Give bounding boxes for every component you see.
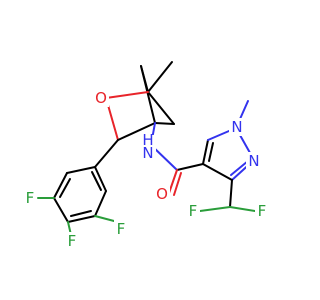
bond-co-double-a [168, 169, 178, 194]
bond-aryl-6-1-double [91, 171, 102, 191]
bond-c1-c5 [147, 91, 175, 125]
aryl-fluorine-right-label: F [117, 220, 126, 238]
bond-carbonyl-c4pz [176, 163, 204, 171]
bond-c3pz-chf2 [229, 179, 233, 208]
carbonyl-oxygen-label: O [156, 185, 168, 203]
pyrazole-n1-label: N [231, 118, 242, 136]
bond-aryl-f-right [94, 215, 115, 222]
aryl-fluorine-left-label: F [26, 189, 35, 207]
amide-nitrogen-label: N [142, 144, 153, 162]
molecule-structure: O N H O N N F F F F F [23, 61, 269, 250]
bond-c4pz-c5pz [202, 139, 209, 165]
aryl-fluorine-bottom-label: F [68, 232, 77, 250]
bond-c3pz-c4pz [202, 163, 233, 181]
bond-c3-c4 [117, 122, 156, 141]
trifluorophenyl-ring [37, 139, 119, 236]
bond-co-double-b [173, 172, 182, 196]
chf2-fluorine-left-label: F [189, 202, 198, 220]
bond-aryl-2-3 [53, 172, 68, 199]
bond-aryl-1-2 [66, 166, 96, 174]
bond-aryl-6-1 [94, 166, 107, 192]
chf2-fluorine-right-label: F [258, 202, 267, 220]
bond-aryl-4-5-double [70, 210, 92, 217]
bond-aryl-2-3-double [59, 178, 71, 198]
bond-chf2-fleft [199, 206, 231, 212]
bond-c1-methyl [147, 61, 173, 93]
bond-c1-o [105, 91, 149, 99]
oxygen-ring-label: O [95, 89, 107, 107]
bond-aryl-3-4 [53, 197, 69, 223]
bond-c5-c4 [154, 122, 175, 125]
bicyclic-core [105, 61, 175, 141]
bond-aryl-4-5 [67, 215, 96, 223]
bond-c4-apex [140, 65, 156, 124]
bond-aryl-5-6 [94, 190, 107, 217]
bond-n2-c3pz-double [230, 160, 249, 176]
bond-c4pz-c5pz-double [208, 142, 214, 162]
amide-hydrogen-label: H [142, 131, 153, 149]
bond-chf2-fright [229, 206, 256, 212]
atom-labels: O N H O N N F F F F F [23, 89, 269, 250]
pyrazole-n2-label: N [248, 152, 259, 170]
bond-c3-aryl [94, 139, 119, 168]
difluoromethyl-group [199, 206, 256, 212]
